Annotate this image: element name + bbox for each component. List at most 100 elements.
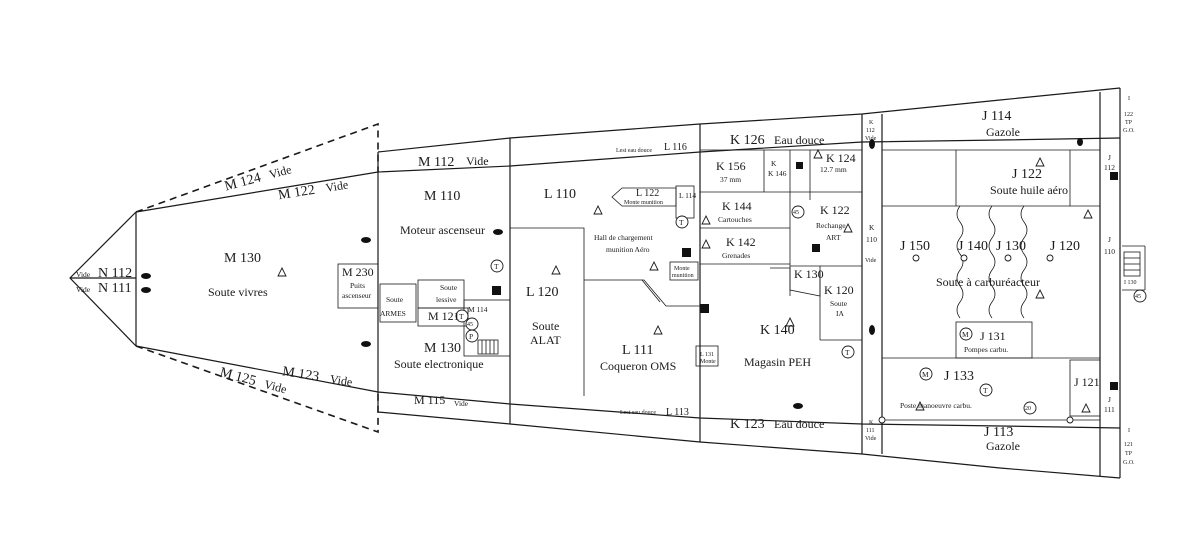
j131-label: Pompes carbu. [964, 345, 1008, 354]
fire-main-icon: 45 [1135, 294, 1141, 300]
telephone-icon: T [983, 386, 988, 395]
m110-code: M 110 [424, 189, 460, 204]
m130-fwd-code: M 130 [224, 251, 261, 266]
triangle-icon [701, 214, 711, 225]
i121-label-1: TP [1125, 451, 1133, 457]
l122-label: Monte munition [624, 200, 663, 206]
carbureacteur-label: Soute à carburéacteur [936, 275, 1040, 289]
j114-label: Gazole [986, 125, 1020, 139]
l120-code: L 120 [526, 285, 559, 300]
k130-code: K 130 [794, 267, 824, 281]
i130-code: I 130 [1124, 280, 1137, 286]
k126-label: Eau douce [774, 133, 824, 147]
hatch-icon [793, 403, 803, 409]
i122-code-2: 122 [1124, 112, 1133, 118]
fire-main-icon: 45 [467, 322, 473, 328]
j133-code: J 133 [944, 369, 974, 384]
l122-code: L 122 [636, 188, 659, 199]
k146-code-1: K [771, 159, 777, 168]
k123-label: Eau douce [774, 417, 824, 431]
k112-code-1: K [869, 120, 874, 126]
m130-aft-code: M 130 [424, 341, 461, 356]
k146-code: K 146 [768, 169, 787, 178]
j112-code-2: 112 [1104, 163, 1115, 172]
j133-label: Poste manoeuvre carbu. [900, 401, 972, 410]
i122-label-2: G.O. [1123, 128, 1135, 134]
m124-label: Vide [268, 162, 293, 181]
m112-label: Vide [466, 154, 489, 168]
triangle-icon [593, 204, 603, 215]
soute-armes-line-1: Soute [386, 295, 404, 304]
l110-code: L 110 [544, 187, 576, 202]
m115-label: Vide [454, 399, 469, 408]
k120-code: K 120 [824, 283, 854, 297]
hall-line-1: Hall de chargement [594, 233, 654, 242]
m230-label-2: ascenseur [342, 291, 372, 300]
triangle-icon [653, 324, 663, 335]
n111-code: N 111 [98, 281, 132, 296]
k124-code: K 124 [826, 151, 856, 165]
k122-label-2: ART [826, 233, 841, 242]
l120-label-2: ALAT [530, 333, 561, 347]
i121-label-2: G.O. [1123, 460, 1135, 466]
triangle-icon [843, 222, 853, 233]
triangle-icon [551, 264, 561, 275]
i121-code-1: I [1128, 428, 1130, 434]
pump-icon [796, 162, 803, 169]
partitions [337, 149, 1141, 421]
triangle-icon [1035, 156, 1045, 167]
k142-label: Grenades [722, 251, 750, 260]
triangle-icon [1035, 288, 1045, 299]
monte-munition-line-2: munition [672, 273, 694, 279]
i122-code-1: I [1128, 96, 1130, 102]
k144-code: K 144 [722, 199, 752, 213]
pump-icon [1110, 172, 1118, 180]
k112-label: Vide [865, 136, 877, 142]
k126-code: K 126 [730, 133, 765, 148]
j130-code: J 130 [996, 239, 1026, 254]
j120-code: J 120 [1050, 239, 1080, 254]
triangle-icon [1083, 208, 1093, 219]
l116-label: Lest eau douce [616, 148, 652, 154]
l114-code: L 114 [679, 191, 696, 200]
pump-icon [812, 244, 820, 252]
k156-code: K 156 [716, 159, 746, 173]
hatch-icon [141, 287, 151, 293]
n111-vide: Vide [76, 285, 91, 294]
k110-code-1: K [869, 223, 875, 232]
ladder-aft [477, 339, 499, 355]
l120-label-1: Soute [532, 319, 559, 333]
k144-label: Cartouches [718, 215, 752, 224]
j114-code: J 114 [982, 109, 1011, 124]
pump-icon [492, 286, 501, 295]
k123-code: K 123 [730, 417, 765, 432]
drain-icon [1046, 254, 1054, 262]
pump-icon [682, 248, 691, 257]
ladder-fwd [1123, 251, 1141, 277]
l111-label: Coqueron OMS [600, 359, 676, 373]
m115-code: M 115 [414, 393, 445, 407]
j110-code-1: J [1108, 235, 1111, 244]
j140-code: J 140 [958, 239, 988, 254]
j121-code: J 121 [1074, 375, 1100, 389]
symbols: T T T T T M M P 45 45 45 20 [141, 138, 1147, 424]
k142-code: K 142 [726, 235, 756, 249]
hatch-icon [1077, 138, 1083, 146]
k124-label: 12.7 mm [820, 165, 847, 174]
i122-label-1: TP [1125, 120, 1133, 126]
monte-munition-line-1: Monte [674, 266, 690, 272]
telephone-icon: T [459, 312, 464, 321]
hatch-icon [869, 325, 875, 335]
hatch-icon [493, 229, 503, 235]
j122-label: Soute huile aéro [990, 183, 1068, 197]
j110-code-2: 110 [1104, 247, 1115, 256]
l131-label: Monte [700, 359, 716, 365]
k120-label-1: Soute [830, 299, 848, 308]
triangle-icon [785, 316, 795, 327]
triangle-icon [649, 260, 659, 271]
k140-label: Magasin PEH [744, 355, 811, 369]
valve-icon: 20 [1025, 406, 1031, 412]
n112-vide: Vide [76, 270, 91, 279]
k120-label-2: IA [836, 309, 844, 318]
